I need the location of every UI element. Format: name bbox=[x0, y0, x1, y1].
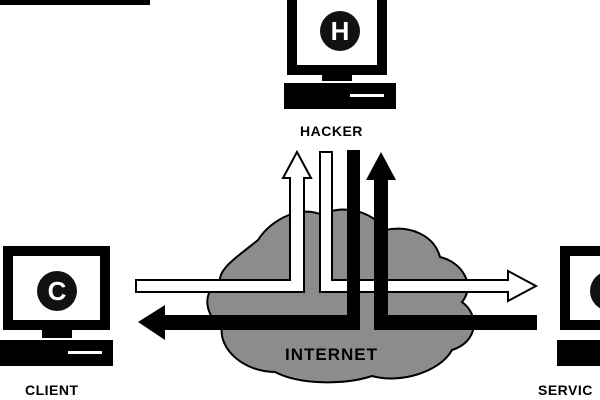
arrow-client-to-hacker bbox=[135, 149, 313, 293]
hacker-badge-icon: H bbox=[320, 11, 360, 51]
client-label: CLIENT bbox=[25, 382, 79, 398]
arrow-service-to-hacker bbox=[366, 152, 537, 330]
hacker-label: HACKER bbox=[300, 123, 363, 139]
service-computer bbox=[557, 246, 600, 366]
arrow-hacker-to-client bbox=[138, 150, 360, 340]
client-badge-icon: C bbox=[37, 271, 77, 311]
arrow-hacker-to-service bbox=[319, 151, 539, 303]
hacker-drive-slot bbox=[350, 94, 384, 97]
client-drive-slot bbox=[68, 351, 102, 354]
internet-label: INTERNET bbox=[285, 345, 378, 364]
client-monitor-stand bbox=[42, 330, 72, 338]
cropped-fragment bbox=[0, 0, 150, 5]
service-base bbox=[557, 340, 600, 366]
hacker-monitor-stand bbox=[322, 75, 352, 81]
service-badge-icon: S bbox=[590, 271, 600, 311]
service-label: SERVIC bbox=[538, 382, 593, 398]
